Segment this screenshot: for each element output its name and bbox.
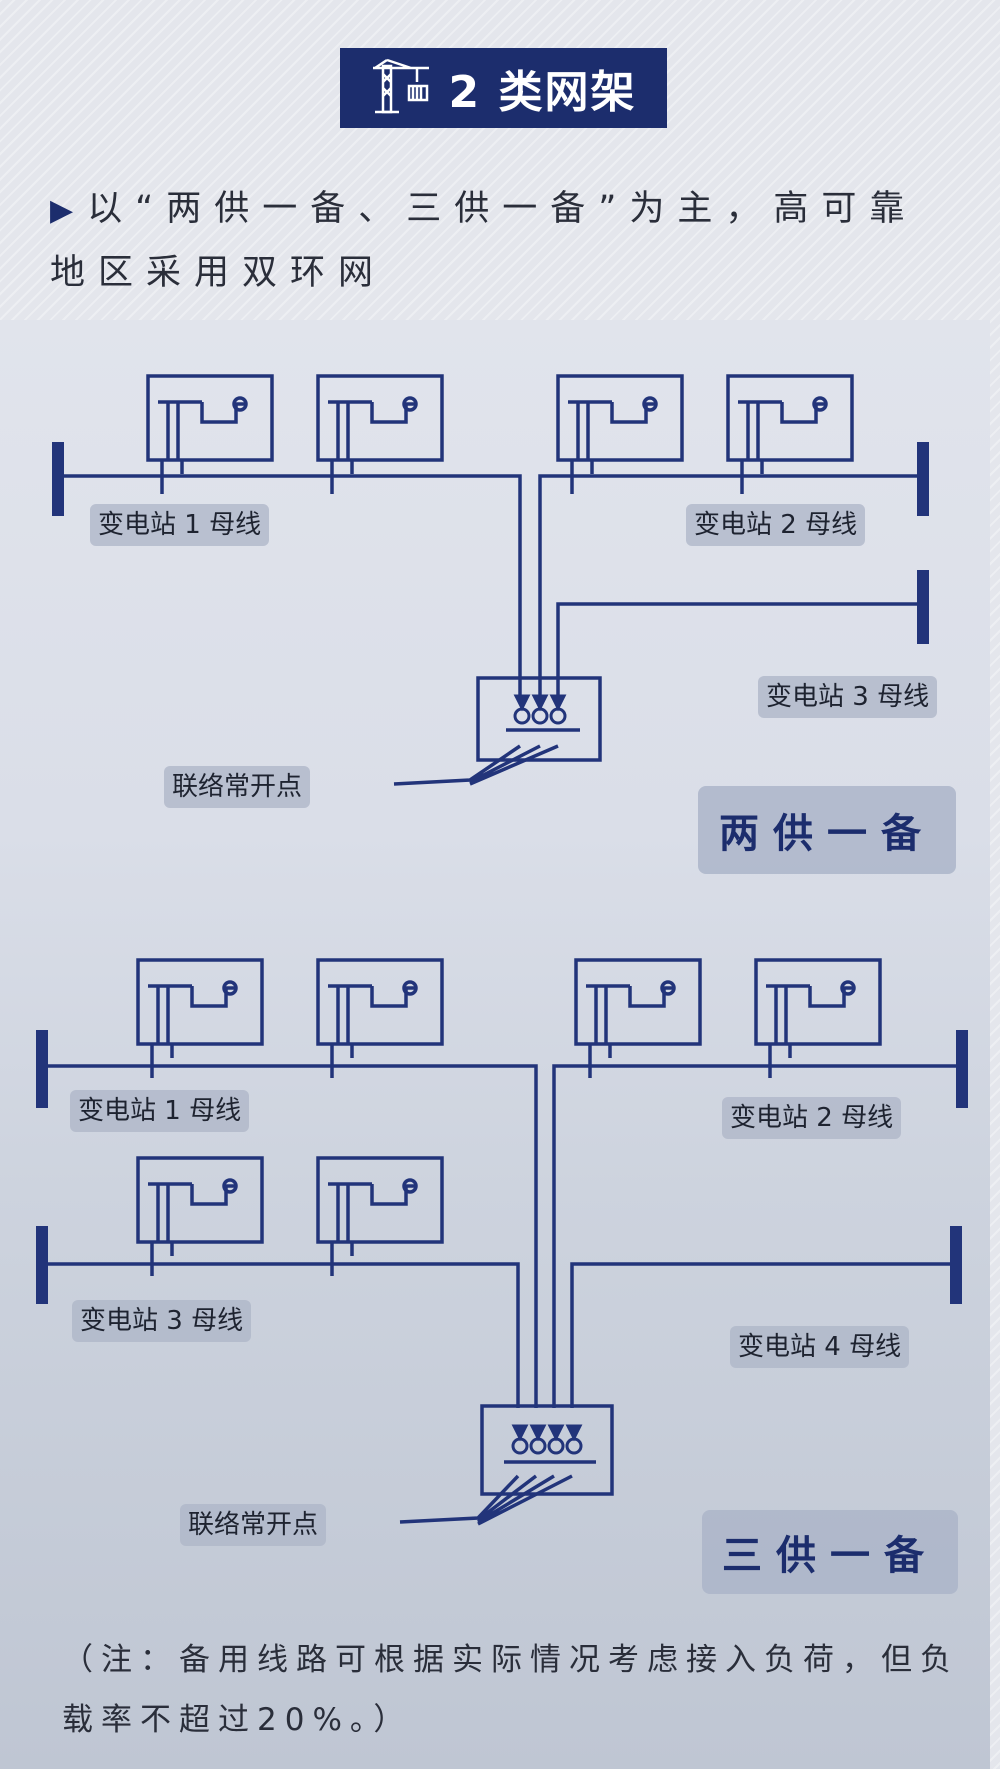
triangle-bullet-icon: ▶ xyxy=(50,193,74,228)
bus-label-station-1: 变电站 1 母线 xyxy=(70,1090,250,1132)
three-supply-diagram xyxy=(36,958,968,1526)
tie-point-label: 联络常开点 xyxy=(180,1504,327,1546)
three-supply-tag: 三供一备 xyxy=(702,1510,958,1594)
intro-text-block: ▶以“两供一备、三供一备”为主，高可靠地区采用双环网 xyxy=(50,178,965,304)
two-supply-tie-switches xyxy=(513,694,567,725)
tie-point-label: 联络常开点 xyxy=(164,766,311,808)
section-title: 2 类网架 xyxy=(448,67,637,118)
tower-crane-icon xyxy=(371,58,431,118)
two-supply-diagram xyxy=(52,374,929,786)
two-supply-tag: 两供一备 xyxy=(698,786,956,874)
bus-label-station-2: 变电站 2 母线 xyxy=(686,504,866,546)
three-supply-tie-switches xyxy=(511,1424,583,1455)
bus-label-station-4: 变电站 4 母线 xyxy=(730,1326,910,1368)
intro-text: 以“两供一备、三供一备”为主，高可靠地区采用双环网 xyxy=(50,189,918,293)
bus-label-station-3: 变电站 3 母线 xyxy=(758,676,938,718)
footnote: （注：备用线路可根据实际情况考虑接入负荷，但负载率不超过20%。） xyxy=(62,1642,959,1738)
bus-label-station-3: 变电站 3 母线 xyxy=(72,1300,252,1342)
section-header: 2 类网架 xyxy=(340,48,667,128)
bus-label-station-1: 变电站 1 母线 xyxy=(90,504,270,546)
bus-label-station-2: 变电站 2 母线 xyxy=(722,1097,902,1139)
